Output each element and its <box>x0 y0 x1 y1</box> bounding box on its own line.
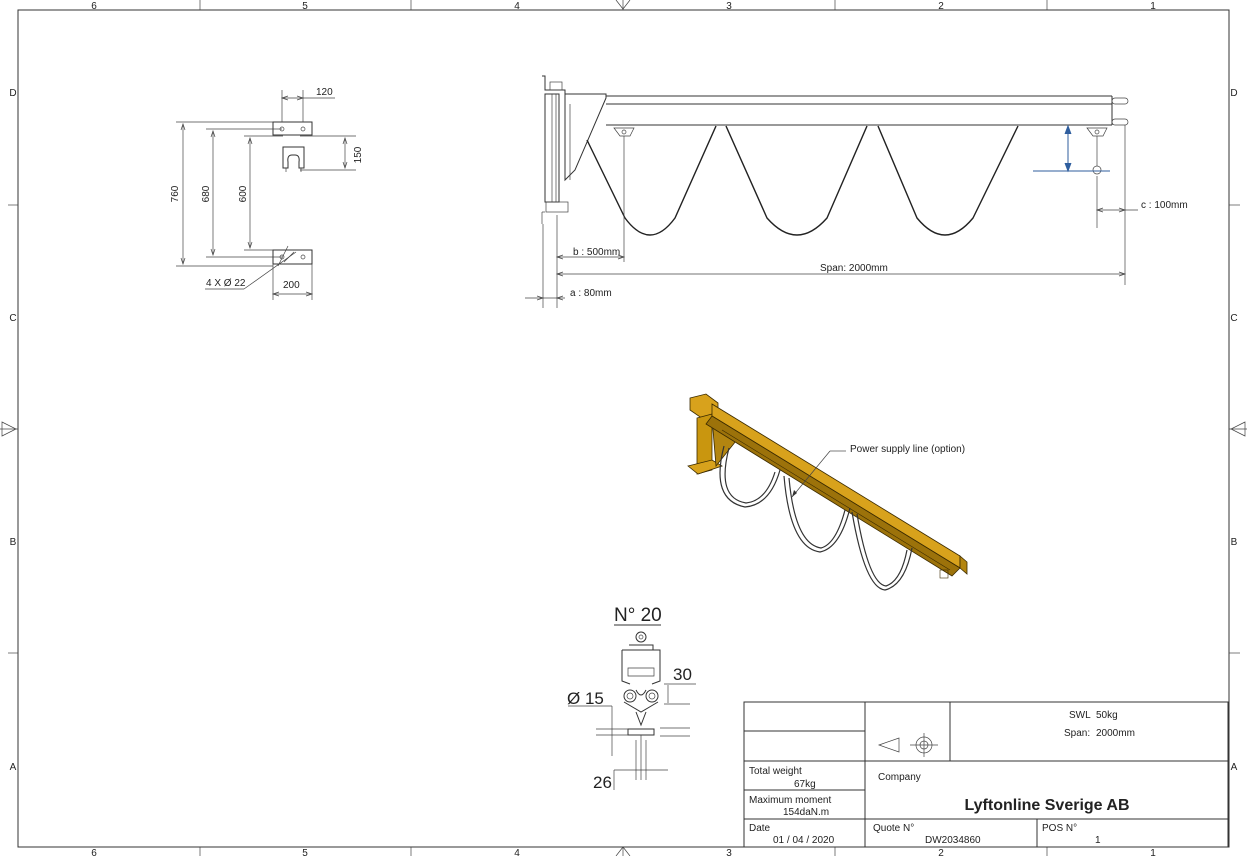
row-label: B <box>1231 537 1238 548</box>
pos-value: 1 <box>1095 835 1101 846</box>
detail-title: N° 20 <box>614 605 662 626</box>
col-label: 3 <box>726 1 732 12</box>
dim-holes: 4 X Ø 22 <box>206 278 246 289</box>
dim-120: 120 <box>316 87 333 98</box>
col-label: 2 <box>938 1 944 12</box>
dim-span: Span: 2000mm <box>820 263 888 274</box>
col-label: 4 <box>514 848 520 856</box>
dim-200: 200 <box>283 280 300 291</box>
dim-b: b : 500mm <box>573 247 620 258</box>
span-value: 2000mm <box>1096 728 1135 739</box>
front-view: b : 500mm Span: 2000mm a : 80mm c : 100m… <box>525 75 1188 308</box>
row-label: D <box>1230 88 1237 99</box>
dim-760: 760 <box>170 185 181 202</box>
row-label: A <box>1231 762 1238 773</box>
row-label: C <box>1230 313 1237 324</box>
swl-value: 50kg <box>1096 710 1118 721</box>
section-view: 120 150 760 680 600 4 X Ø 22 200 <box>170 87 364 300</box>
row-label: C <box>9 313 16 324</box>
detail-view: N° 20 30 Ø 15 26 <box>567 605 696 792</box>
total-weight-label: Total weight <box>749 766 802 777</box>
col-label: 2 <box>938 848 944 856</box>
row-label: A <box>10 762 17 773</box>
row-labels-left: D C B A <box>9 88 16 773</box>
col-label: 1 <box>1150 848 1156 856</box>
col-label: 1 <box>1150 1 1156 12</box>
dim-150: 150 <box>353 146 364 163</box>
date-value: 01 / 04 / 2020 <box>773 835 835 846</box>
row-labels-right: D C B A <box>1230 88 1237 773</box>
projection-symbol-icon <box>877 733 938 757</box>
company-name: Lyftonline Sverige AB <box>964 797 1129 814</box>
dim-15: Ø 15 <box>567 689 604 708</box>
row-label: D <box>9 88 16 99</box>
span-label: Span: <box>1064 728 1090 739</box>
max-moment-label: Maximum moment <box>749 795 831 806</box>
max-moment-value: 154daN.m <box>783 807 829 818</box>
column-labels-bottom: 6 5 4 3 2 1 <box>91 848 1156 856</box>
col-label: 5 <box>302 1 308 12</box>
col-label: 6 <box>91 1 97 12</box>
col-label: 3 <box>726 848 732 856</box>
column-labels-top: 6 5 4 3 2 1 <box>91 1 1156 12</box>
dim-a: a : 80mm <box>570 288 612 299</box>
dim-26: 26 <box>593 773 612 792</box>
power-supply-callout: Power supply line (option) <box>850 444 965 455</box>
col-label: 5 <box>302 848 308 856</box>
dim-c: c : 100mm <box>1141 200 1188 211</box>
title-block: SWL 50kg Span: 2000mm Total weight 67kg … <box>743 701 1229 848</box>
row-label: B <box>10 537 17 548</box>
company-label: Company <box>878 772 921 783</box>
col-label: 4 <box>514 1 520 12</box>
isometric-view: Power supply line (option) <box>687 393 968 591</box>
dim-30: 30 <box>673 665 692 684</box>
date-label: Date <box>749 823 771 834</box>
col-label: 6 <box>91 848 97 856</box>
quote-value: DW2034860 <box>925 835 981 846</box>
swl-label: SWL <box>1069 710 1091 721</box>
dim-600: 600 <box>238 185 249 202</box>
pos-label: POS N° <box>1042 823 1077 834</box>
dim-680: 680 <box>201 185 212 202</box>
quote-label: Quote N° <box>873 823 914 834</box>
total-weight-value: 67kg <box>794 779 816 790</box>
